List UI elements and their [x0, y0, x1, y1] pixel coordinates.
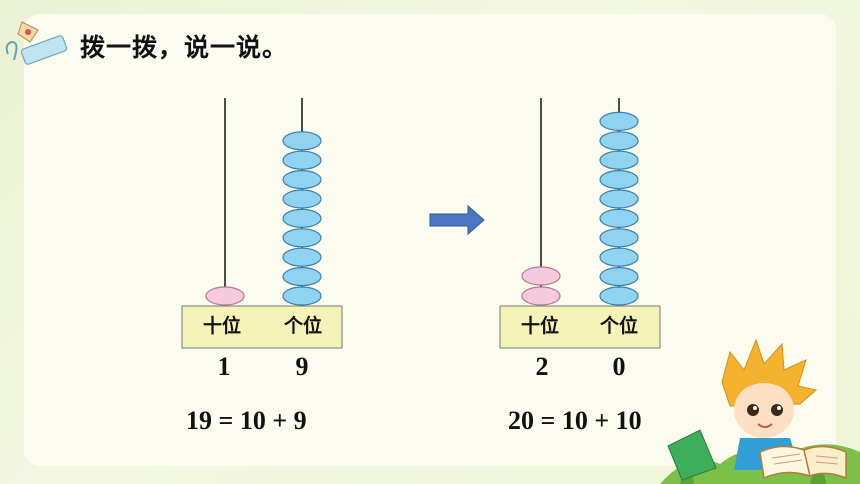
- ones-bead: [282, 267, 322, 287]
- right-ones-digit: 0: [612, 352, 626, 381]
- ones-bead: [599, 189, 639, 209]
- right-abacus-base: [499, 305, 661, 349]
- ones-bead: [599, 170, 639, 190]
- left-tens-label: 十位: [203, 314, 241, 337]
- pushpin-icon: [17, 21, 39, 43]
- ones-bead: [599, 267, 639, 287]
- ones-bead: [599, 247, 639, 267]
- page-title: 拨一拨，说一说。: [80, 33, 289, 62]
- left-ones-digit: 9: [295, 352, 309, 381]
- ones-bead: [599, 208, 639, 228]
- right-ones-label: 个位: [599, 314, 638, 337]
- ones-bead: [282, 189, 322, 209]
- ones-bead: [282, 286, 322, 306]
- right-tens-digit: 2: [535, 352, 549, 381]
- ones-bead: [599, 228, 639, 248]
- eraser-icon: [20, 35, 68, 65]
- ones-bead: [282, 150, 322, 170]
- ones-bead: [282, 131, 322, 151]
- right-ones-beads: [599, 111, 639, 306]
- stationery-decoration: [5, 21, 68, 65]
- tens-bead: [521, 286, 561, 306]
- left-equation: 19 = 10 + 9: [186, 406, 307, 435]
- left-ones-beads: [282, 131, 322, 306]
- arrow-right-icon: [429, 204, 485, 236]
- left-tens-digit: 1: [217, 352, 231, 381]
- ones-bead: [599, 111, 639, 132]
- content-card: [24, 14, 836, 466]
- ones-bead: [599, 131, 639, 151]
- right-equation: 20 = 10 + 10: [508, 406, 642, 435]
- left-ones-label: 个位: [283, 314, 322, 337]
- left-tens-beads: [205, 286, 245, 306]
- right-tens-label: 十位: [521, 314, 559, 337]
- ones-bead: [599, 150, 639, 170]
- ones-bead: [282, 208, 322, 228]
- right-abacus: 十位 个位: [499, 98, 661, 349]
- tens-bead: [521, 266, 561, 286]
- tens-bead: [205, 286, 245, 306]
- ones-bead: [282, 170, 322, 190]
- boy-reading-illustration: [660, 338, 860, 484]
- left-abacus: 十位 个位: [181, 98, 343, 349]
- ones-bead: [282, 247, 322, 267]
- paperclip-icon: [5, 40, 18, 61]
- left-abacus-base: [181, 305, 343, 349]
- right-tens-beads: [521, 266, 561, 306]
- ones-bead: [599, 286, 639, 306]
- ones-bead: [282, 228, 322, 248]
